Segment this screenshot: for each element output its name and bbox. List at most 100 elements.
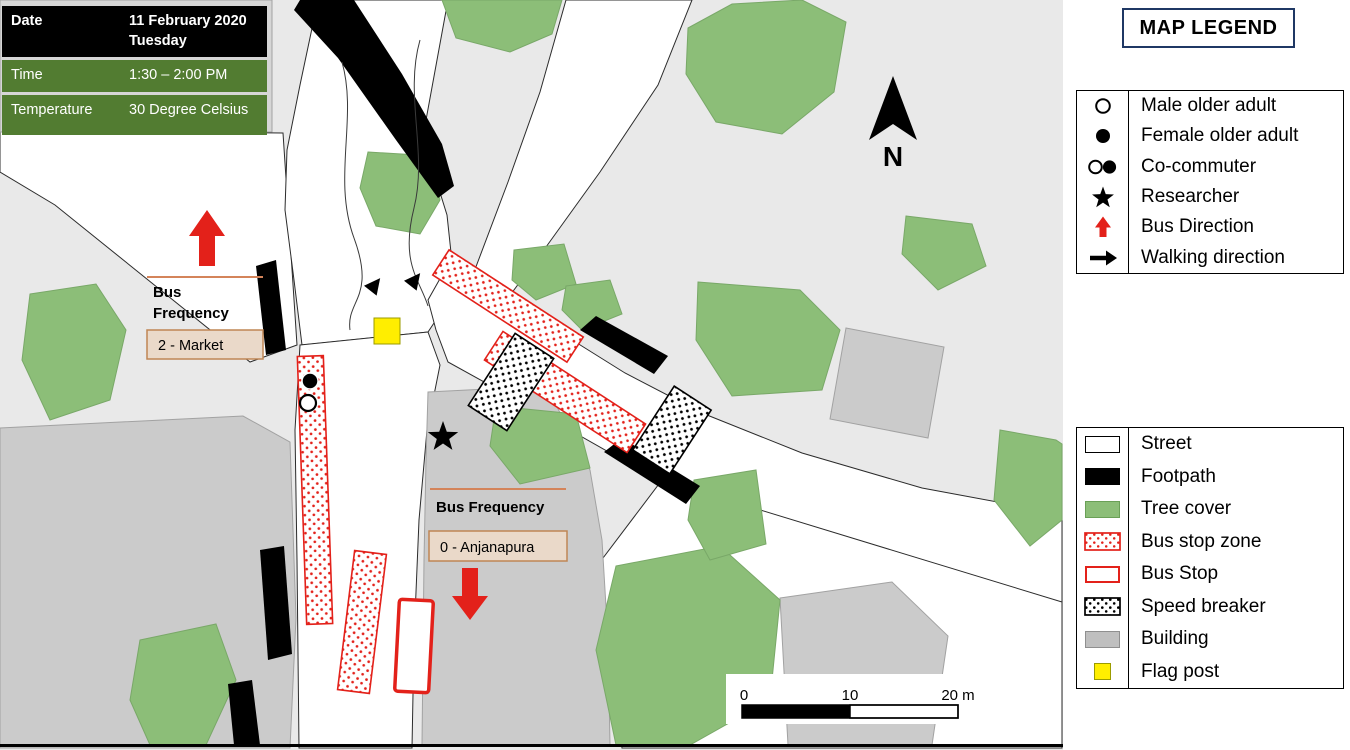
north-arrow-icon (869, 76, 917, 140)
tree-cover-area (511, 243, 577, 301)
tree-cover-area (901, 215, 987, 291)
street-icon (1077, 428, 1129, 461)
researcher-icon (1077, 181, 1129, 213)
legend-row: Researcher (1077, 181, 1343, 213)
walking-direction-markers (364, 273, 421, 296)
info-label: Date (11, 13, 43, 29)
tree-cover-area (489, 405, 591, 485)
legend-label: Male older adult (1141, 95, 1277, 117)
tree-cover-area (687, 469, 767, 561)
legend-symbols-box: Male older adult Female older adult Co-c… (1076, 90, 1344, 274)
tree-cover-area (685, 0, 847, 135)
legend-row: Male older adult (1077, 91, 1343, 122)
flag-post-icon (1077, 655, 1129, 688)
scale-tick: 10 (842, 687, 859, 704)
bus-stop-zone (336, 549, 388, 695)
legend-label: Footpath (1141, 465, 1216, 487)
legend-row: Tree cover (1077, 493, 1343, 526)
bus-frequency-value: 2 - Market (158, 338, 223, 354)
female-older-adult-icon (1077, 121, 1129, 152)
walking-direction-icon (404, 273, 421, 291)
bus-stop (393, 597, 435, 695)
scale-bar-black-segment (742, 705, 850, 718)
legend-row: Bus stop zone (1077, 525, 1343, 558)
info-value: 11 February 2020 Tuesday (129, 13, 247, 49)
footpath-segment (294, 0, 454, 198)
footpaths (228, 0, 700, 745)
bus-frequency-title: Bus (153, 284, 181, 301)
tree-cover-area (21, 283, 127, 421)
speed-breakers (467, 332, 713, 475)
bus-frequency-market-label: Bus Frequency 2 - Market (146, 276, 264, 360)
legend-row: Speed breaker (1077, 590, 1343, 623)
bus-frequency-title: Frequency (153, 305, 230, 322)
bus-direction-icon (1077, 212, 1129, 243)
footpath-segment (260, 546, 292, 660)
legend-row: Walking direction (1077, 242, 1343, 273)
bus-direction-arrow-down-icon (452, 568, 488, 620)
bus-stop-zone (296, 354, 334, 626)
info-row-date: Date 11 February 2020 Tuesday (2, 6, 267, 58)
legend-label: Tree cover (1141, 498, 1232, 520)
street-plaza-west (0, 129, 298, 363)
footpath-icon (1077, 460, 1129, 493)
legend-label: Street (1141, 433, 1192, 455)
footpath-segment (228, 680, 260, 745)
legend-label: Researcher (1141, 186, 1240, 208)
walking-direction-icon (364, 278, 381, 296)
map-canvas: Bus Frequency 2 - Market Bus Frequency 0… (0, 0, 1063, 750)
legend-row: Street (1077, 428, 1343, 461)
male-older-adult-icon (298, 393, 318, 413)
legend-label: Female older adult (1141, 125, 1299, 147)
legend-label: Walking direction (1141, 246, 1285, 268)
tree-cover-area (441, 0, 563, 53)
info-value: 1:30 – 2:00 PM (129, 67, 228, 84)
legend-row: Building (1077, 623, 1343, 656)
legend-row: Female older adult (1077, 121, 1343, 152)
bus-frequency-value-box (428, 530, 568, 562)
female-older-adult-icon (301, 372, 319, 390)
walking-direction-icon (1077, 242, 1129, 273)
info-row-temperature: Temperature 30 Degree Celsius (2, 94, 267, 135)
speed-breaker-icon (1077, 590, 1129, 623)
map-bottom-border (0, 744, 1063, 747)
male-older-adult-icon (1077, 91, 1129, 122)
bus-stop-zone-icon (1077, 525, 1129, 558)
legend-row: Flag post (1077, 655, 1343, 688)
info-row-time: Time 1:30 – 2:00 PM (2, 60, 267, 92)
tree-cover-icon (1077, 493, 1129, 526)
legend-label: Bus Stop (1141, 563, 1219, 585)
footpath-segment (604, 438, 700, 504)
legend-label: Flag post (1141, 660, 1220, 682)
legend-label: Building (1141, 628, 1209, 650)
scale-bar-outline (741, 704, 959, 719)
co-commuter-icon (1077, 151, 1129, 182)
scale-bar-white-segment (849, 704, 959, 719)
legend-row: Bus Direction (1077, 212, 1343, 243)
tree-cover-area (993, 429, 1063, 547)
legend-label: Co-commuter (1141, 155, 1257, 177)
legend-label: Bus stop zone (1141, 530, 1262, 552)
info-value: 30 Degree Celsius (129, 101, 249, 118)
bus-direction-arrow-up-icon (189, 210, 225, 266)
legend-row: Co-commuter (1077, 151, 1343, 182)
building-right-block (829, 327, 945, 439)
flag-post (373, 317, 401, 345)
legend-label: Bus Direction (1141, 216, 1254, 238)
legend-label: Speed breaker (1141, 595, 1266, 617)
observation-info-table: Date 11 February 2020 Tuesday Time 1:30 … (2, 6, 267, 138)
researcher-star-icon (427, 421, 459, 450)
footpath-segment (580, 316, 668, 374)
bus-stop-zone (431, 248, 585, 364)
scale-bar: 0 10 20 m (726, 674, 984, 724)
squiggle-line (341, 61, 363, 331)
speed-breaker (631, 385, 713, 475)
scale-tick: 0 (740, 687, 748, 704)
bus-stop-icon (1077, 558, 1129, 591)
speed-breaker (467, 332, 555, 432)
map-legend-title: MAP LEGEND (1122, 8, 1295, 48)
north-arrow: N (869, 76, 917, 172)
north-label: N (883, 141, 903, 172)
bus-frequency-value: 0 - Anjanapura (440, 540, 535, 556)
